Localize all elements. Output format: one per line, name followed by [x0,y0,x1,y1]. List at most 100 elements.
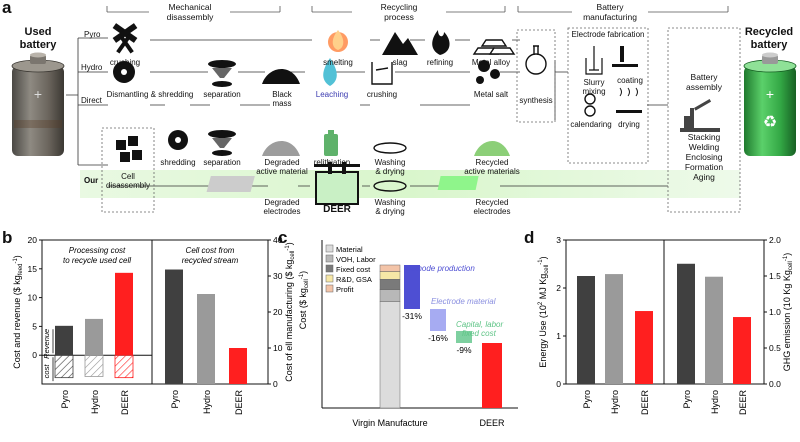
step-calendaring: calendaring [570,120,612,129]
panel-d-energy-bar [635,311,653,384]
panel-b-x-label: Pyro [60,390,70,409]
panel-c-x-deer: DEER [479,418,505,428]
panel-c-electrode-label: Electrode material [431,297,496,306]
panel-c-stack-segment [379,289,401,302]
panel-b-revenue-bar [55,325,73,356]
step-smelting: smelting [323,58,353,67]
step-separation: separation [203,90,241,99]
panel-c-legend-swatch [325,254,334,263]
degraded-electrodes-icon [206,176,255,192]
panel-b-x-label: DEER [120,390,130,416]
svg-text:♻: ♻ [763,114,777,131]
calendaring-icon [584,93,596,117]
route-pyro: Pyro [84,30,101,39]
slag-icon [382,32,418,55]
panel-b-cell-cost-bar [165,269,183,384]
step-synthesis: synthesis [519,96,553,105]
step-refining: refining [426,58,454,67]
metal-salt-icon [476,60,500,84]
recycled-electrodes-icon [437,176,479,190]
recycled-active-materials-icon [474,140,510,156]
panel-b-cost-bar [54,354,74,379]
panel-c-y-label: Cost ($ kgcell-1) [298,271,310,329]
panel-d-energy-bar [605,274,623,384]
panel-b-x-label: Hydro [202,390,212,414]
battery-assembly-box [667,27,741,213]
panel-b-right-tick-label: 0 [273,379,278,389]
step-crushing: crushing [109,58,141,67]
panel-b-right-title: Cell cost from [186,246,235,255]
panel-c-electrode-bar [430,309,446,331]
our-route-band [80,170,740,198]
panel-c-stack-segment [379,271,401,280]
assembly-robot-icon [680,98,720,132]
panel-c-capital-label: fixed cost [462,329,497,338]
panel-d-ghg-bar [677,263,695,384]
panel-c-cathode-bar [404,265,420,309]
electrode-fabrication-box [567,27,649,164]
crushing-icon [112,23,138,54]
step-dismantling: Dismantling & shredding [106,90,194,99]
deer-reactor-icon [314,162,360,205]
cell-disassembly-icon [116,136,142,162]
panel-b-revenue-label: Revenue [42,329,51,359]
route-direct: Direct [81,96,102,105]
panel-b-x-label: DEER [234,390,244,416]
panel-d-letter: d [524,228,535,247]
step-washing: Washing& drying [374,158,406,176]
panel-d-left-tick-label: 3 [556,235,561,245]
panel-c-stack-segment [379,279,401,290]
black-mass-icon [262,68,300,84]
svg-text:+: + [766,86,774,102]
cell-disassembly-box [101,127,155,213]
panel-b-left-tick-label: 15 [28,264,38,274]
saw-blade-icon [113,61,135,83]
panel-b-left-tick-label: 10 [28,293,38,303]
step-slag: slag [392,58,408,67]
leaching-icon [323,58,337,86]
panel-c-capital-label: Capital, labor [456,320,503,329]
panel-d-left-tick-label: 2 [556,283,561,293]
panel-d-x-label: Hydro [610,390,620,414]
route-our: Our [84,176,99,185]
panel-b-cost-bar [114,354,134,379]
panel-b-right-tick-label: 20 [273,307,283,317]
panel-b-cost-label: cost [42,364,51,379]
drying-icon [616,87,642,113]
panel-b-cost-bar [84,354,104,377]
coating-icon [612,46,638,67]
step-drying: drying [618,120,640,129]
panel-d-right-tick-label: 1.5 [769,271,781,281]
panel-c-stack-segment [379,264,401,272]
panel-c-x-virgin: Virgin Manufacture [352,418,427,428]
shredding-gear-icon [168,130,188,150]
panel-b-right-tick-label: 10 [273,343,283,353]
washing-dish-2-icon [373,180,407,192]
panel-c-cathode-label: Cathode production [405,264,475,273]
synthesis-box [516,29,556,123]
panel-d-y-right-label: GHG emission (10 Kg Kgcell-1) [782,253,794,371]
panel-d-left-tick-label: 0 [556,379,561,389]
panel-c-letter: c [278,228,288,247]
panel-c-legend-label: VOH, Labor [336,255,376,264]
panel-c-deer-bar [482,343,502,408]
step-washing-2: Washing& drying [374,198,406,216]
panel-c-legend-swatch [325,244,334,253]
step-separation-2: separation [203,158,241,167]
panel-b-revenue-bar [115,272,133,356]
panel-d-ghg-bar [705,276,723,384]
relithiation-icon [324,130,338,156]
metal-alloy-icon [472,39,516,55]
beaker-icon [371,62,393,85]
panel-d-x-label: Hydro [710,390,720,414]
panel-d-ghg-bar [733,317,751,384]
panel-d-x-label: Pyro [682,390,692,409]
